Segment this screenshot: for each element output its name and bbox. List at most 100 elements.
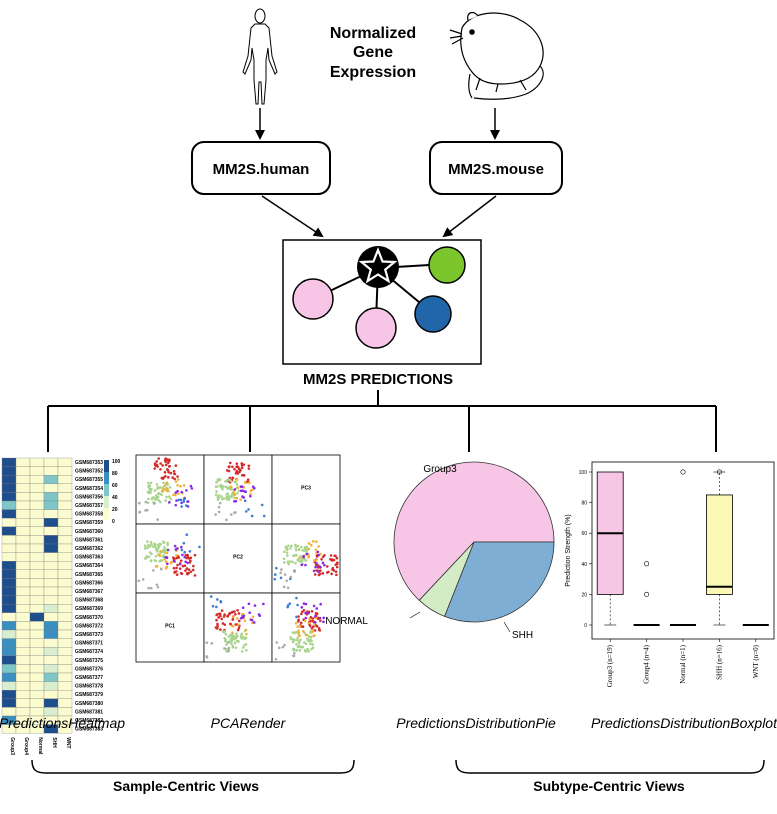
heatmap-legend-tick: 80 <box>112 471 118 477</box>
heatmap-row-label: GSM687355 <box>75 477 103 483</box>
pca-point <box>314 621 317 624</box>
pca-axis-label: PC2 <box>233 555 243 561</box>
pca-point <box>247 508 250 511</box>
pca-point <box>294 561 297 565</box>
heatmap-cell <box>43 604 59 613</box>
pca-point <box>179 498 183 502</box>
pca-point <box>148 545 152 548</box>
pca-point <box>149 481 153 485</box>
pca-point <box>190 487 194 490</box>
pca-point <box>180 545 183 549</box>
heatmap-cell <box>29 569 45 579</box>
heatmap-row-label: GSM687368 <box>75 598 103 604</box>
pca-point <box>299 621 303 625</box>
heatmap-cell <box>1 672 17 682</box>
heatmap-cell <box>29 586 45 596</box>
pca-point <box>249 492 252 496</box>
pca-point <box>317 545 320 548</box>
pca-point <box>241 616 245 619</box>
heatmap-cell <box>57 638 73 648</box>
pca-point <box>226 641 230 644</box>
heatmap-cell <box>43 655 59 665</box>
pca-point <box>295 643 298 646</box>
pca-point <box>219 628 222 631</box>
heatmap-cell <box>1 475 17 484</box>
pca-point <box>323 563 326 567</box>
heatmap-cell <box>57 509 73 519</box>
pca-point <box>231 476 234 480</box>
pca-point <box>257 613 261 616</box>
pca-point <box>172 566 176 570</box>
pca-point <box>231 631 234 635</box>
pca-point <box>161 550 165 553</box>
heatmap-cell <box>15 526 31 536</box>
pca-point <box>321 561 325 565</box>
pca-point <box>282 585 286 589</box>
pca-point <box>184 504 188 507</box>
pca-point <box>237 612 241 615</box>
pca-point <box>314 565 317 569</box>
heatmap-cell <box>43 526 59 536</box>
heatmap-cell <box>43 466 59 476</box>
title-line-3: Expression <box>330 64 416 81</box>
pca-point <box>251 485 255 488</box>
heatmap-cell <box>43 647 59 656</box>
pca-point <box>244 642 248 646</box>
pca-point <box>144 500 148 504</box>
pca-point <box>294 546 298 549</box>
heatmap-cell <box>15 552 31 562</box>
pca-point <box>297 632 301 635</box>
pca-point <box>164 457 167 460</box>
pca-point <box>148 551 152 554</box>
pca-point <box>167 460 171 463</box>
pca-point <box>236 628 240 632</box>
pca-point <box>174 480 178 483</box>
boxplot-category-label: WNT (n=0) <box>752 644 760 678</box>
heatmap-row-label: GSM687377 <box>75 675 103 681</box>
pca-point <box>239 498 242 501</box>
pca-point <box>153 462 157 465</box>
pca-point <box>148 490 152 494</box>
pca-point <box>309 543 313 547</box>
pca-point <box>327 570 330 574</box>
pca-point <box>296 636 299 640</box>
pca-point <box>289 547 292 550</box>
heatmap-cell <box>43 638 59 648</box>
heatmap-cell <box>29 466 45 476</box>
pca-point <box>242 496 246 499</box>
pca-point <box>311 643 315 646</box>
pca-point <box>152 569 155 572</box>
pca-point <box>235 469 239 473</box>
pca-point <box>306 637 309 641</box>
heatmap-cell <box>15 698 31 708</box>
heatmap-cell <box>1 681 17 691</box>
pca-point <box>233 610 236 613</box>
pie-label: SHH <box>512 630 533 641</box>
pca-point <box>155 583 159 587</box>
pca-point <box>250 618 253 622</box>
pca-point <box>318 572 322 576</box>
pca-point <box>177 492 180 495</box>
heatmap-cell <box>29 690 45 699</box>
heatmap-row-label: GSM687371 <box>75 641 103 647</box>
boxplot-ytick-label: 20 <box>581 592 587 598</box>
pca-point <box>317 628 321 632</box>
pca-point <box>248 611 251 614</box>
subtype-centric-bracket <box>455 759 765 774</box>
pca-point <box>298 556 301 560</box>
pca-point <box>307 621 311 625</box>
pca-point <box>319 552 322 556</box>
heatmap-cell <box>29 604 45 613</box>
heatmap-cell <box>15 672 31 682</box>
heatmap-cell <box>57 690 73 699</box>
pca-point <box>335 565 339 569</box>
pca-point <box>229 495 233 498</box>
pca-point <box>180 572 184 576</box>
pca-point <box>215 481 218 484</box>
heatmap-cell <box>15 475 31 484</box>
pca-point <box>161 555 165 558</box>
pca-point <box>141 578 145 581</box>
pca-point <box>163 558 166 561</box>
pca-point <box>240 633 243 637</box>
